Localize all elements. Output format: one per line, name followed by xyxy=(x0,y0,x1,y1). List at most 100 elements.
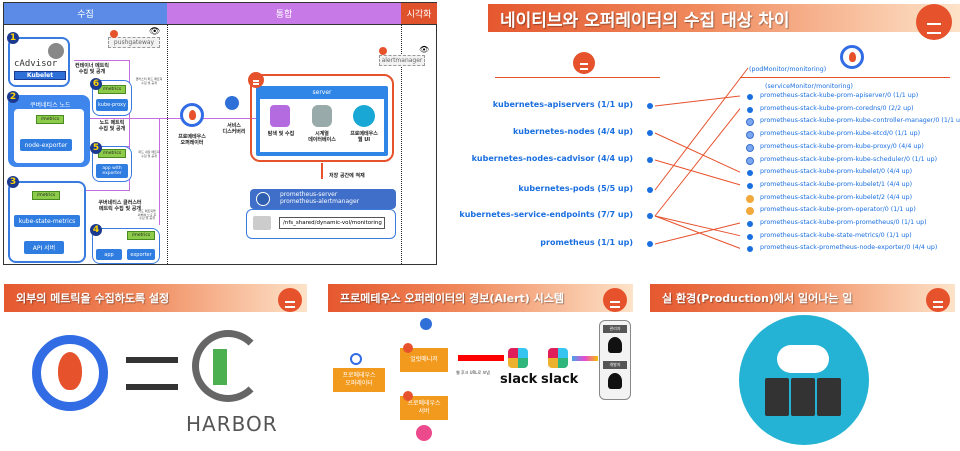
prometheus-operator-icon xyxy=(840,45,864,69)
status-dot-icon xyxy=(747,182,753,189)
operator-target-item[interactable]: prometheus-stack-kube-prom-kube-schedule… xyxy=(760,155,938,163)
volume-name: prometheus-server xyxy=(280,191,338,198)
pod-monitor-label: (podMonitor/monitoring) xyxy=(749,66,827,73)
pushgateway-box: pushgateway xyxy=(108,37,160,48)
panel-banner: 실 환경(Production)에서 일어나는 일 xyxy=(650,284,955,312)
config-icon xyxy=(420,318,432,330)
status-dot-icon xyxy=(747,106,753,113)
status-dot-icon xyxy=(647,241,653,247)
bell-icon xyxy=(416,425,432,441)
operator-target-item[interactable]: prometheus-stack-kube-prom-operator/0 (1… xyxy=(760,206,916,214)
prometheus-operator-icon xyxy=(180,103,204,127)
operator-icon xyxy=(350,353,362,365)
prometheus-logo-icon xyxy=(573,52,595,74)
flame-icon xyxy=(849,52,856,62)
source-kube-proxy: /metrics kube-proxy xyxy=(92,80,132,116)
native-job-item[interactable]: kubernetes-pods (5/5 up) xyxy=(518,184,633,193)
operator-target-item[interactable]: prometheus-stack-kube-prom-prometheus/0 … xyxy=(760,219,927,226)
status-dot-icon xyxy=(647,213,653,219)
developer-icon xyxy=(608,373,622,389)
operator-target-item[interactable]: prometheus-stack-kube-prom-kubelet/1 (4/… xyxy=(760,180,913,188)
operator-box: 프로메테우스 오퍼레이터 xyxy=(333,368,385,392)
rainbow-arrow-icon xyxy=(572,356,598,361)
blocked-icon xyxy=(746,131,754,140)
source-note: 쿠버네티스 클러스터 메트릭 수집 및 공개 xyxy=(98,200,142,212)
source-note: 파드 메트릭을 외부에 노출 후 수집 및 공개 xyxy=(137,209,157,221)
native-job-item[interactable]: kubernetes-nodes (4/4 up) xyxy=(512,127,633,136)
step-badge: 1 xyxy=(7,32,19,44)
blocked-icon xyxy=(746,156,754,165)
operator-target-item[interactable]: prometheus-stack-kube-prom-apiserver/0 (… xyxy=(760,92,919,99)
source-note: 컨테이너 메트릭 수집 및 공개 xyxy=(75,63,109,75)
metrics-endpoint: /metrics xyxy=(32,191,60,200)
web-ui-icon xyxy=(353,105,375,127)
source-kube-state-metrics: /metrics kube-state-metrics API 서버 xyxy=(8,181,86,263)
status-dot-icon xyxy=(647,187,653,193)
connector-line xyxy=(74,60,130,61)
source-note: 파드 내장 메트릭 수집 및 공개 xyxy=(138,150,160,158)
operator-target-item[interactable]: prometheus-stack-kube-prom-kube-controll… xyxy=(760,117,960,125)
panel-banner: 네이티브와 오퍼레이터의 수집 대상 차이 xyxy=(488,4,960,32)
panel-banner: 프로메테우스 오퍼레이터의 경보(Alert) 시스템 xyxy=(328,284,633,312)
slack-logo-icon xyxy=(548,348,568,368)
source-note: 클러스터 파드 메트릭 수집 및 공개 xyxy=(135,77,163,85)
pvc-icon xyxy=(256,192,270,206)
metrics-endpoint: /metrics xyxy=(36,115,64,124)
role-admin: 관리자 xyxy=(603,325,627,333)
operator-target-item[interactable]: prometheus-stack-kube-prom-kube-proxy/0 … xyxy=(760,142,924,150)
operator-target-list: prometheus-stack-kube-prom-apiserver/0 (… xyxy=(740,92,960,262)
lighthouse-icon xyxy=(213,349,227,385)
native-job-item[interactable]: kubernetes-service-endpoints (7/7 up) xyxy=(459,210,633,219)
prometheus-architecture-diagram: 수집 통합 시각화 pushgateway 👁 cAdvisor Kubelet… xyxy=(3,2,437,265)
kube-state-metrics-box: kube-state-metrics xyxy=(14,215,80,227)
native-job-item[interactable]: kubernetes-apiservers (1/1 up) xyxy=(492,100,633,109)
operator-target-item[interactable]: prometheus-stack-prometheus-node-exporte… xyxy=(760,244,938,252)
status-dot-icon xyxy=(747,170,753,177)
role-developer: 개발자 xyxy=(603,361,627,369)
operator-target-item[interactable]: prometheus-stack-kube-prom-kubelet/0 (4/… xyxy=(760,168,913,176)
status-dot-icon xyxy=(647,157,653,163)
target-mapping-lines xyxy=(654,67,749,249)
eye-slash-icon: 👁 xyxy=(149,27,161,37)
server-title: server xyxy=(312,89,332,96)
prometheus-icon xyxy=(110,30,118,38)
prometheus-icon xyxy=(403,391,413,401)
exporter-box: exporter xyxy=(127,249,155,260)
status-dot-icon xyxy=(747,246,753,253)
eye-slash-icon: 👁 xyxy=(419,45,430,54)
connector-line xyxy=(129,60,130,190)
cadvisor-label: cAdvisor xyxy=(14,59,58,69)
native-job-item[interactable]: kubernetes-nodes-cadvisor (4/4 up) xyxy=(471,154,633,163)
prometheus-operator-icon xyxy=(32,335,108,411)
prometheus-logo-icon xyxy=(248,72,264,88)
mapping-line xyxy=(654,215,741,237)
server-rack-icon xyxy=(765,378,789,416)
step-badge: 3 xyxy=(7,176,19,188)
api-server-box: API 서버 xyxy=(24,241,64,254)
operator-target-item[interactable]: prometheus-stack-kube-prom-kubelet/2 (4/… xyxy=(760,193,913,201)
native-job-list: kubernetes-apiservers (1/1 up) kubernetes… xyxy=(459,90,653,250)
slack-label: slack xyxy=(500,372,538,387)
divider xyxy=(495,77,660,78)
operator-target-item[interactable]: prometheus-stack-kube-prom-kube-etcd/0 (… xyxy=(760,130,921,138)
column-header-collect: 수집 xyxy=(4,3,167,25)
harbor-label: HARBOR xyxy=(186,412,278,436)
blocked-icon xyxy=(746,143,754,152)
app-with-exporter-box: app with exporter xyxy=(96,164,128,178)
prometheus-icon xyxy=(379,47,387,55)
column-divider xyxy=(401,25,402,264)
server-rack-icon xyxy=(791,378,815,416)
volume-names: prometheus-server prometheus-alertmanage… xyxy=(280,191,359,205)
harbor-logo-icon xyxy=(192,330,264,402)
operator-target-item[interactable]: prometheus-stack-kube-prom-coredns/0 (2/… xyxy=(760,104,914,112)
new-badge-icon xyxy=(746,207,754,216)
native-job-item[interactable]: prometheus (1/1 up) xyxy=(540,238,633,247)
nfs-path: /nfs_shared/dynamic-vol/monitoring xyxy=(279,217,385,229)
server-frame: server 탐색 및 수집 시계열 데이터베이스 프로메테우스 웹 UI xyxy=(256,86,388,156)
status-dot-icon xyxy=(747,94,753,100)
cloud-icon xyxy=(777,345,829,373)
new-badge-icon xyxy=(746,194,754,203)
operator-target-item[interactable]: prometheus-stack-kube-state-metrics/0 (1… xyxy=(760,231,912,239)
panel-banner: 외부의 메트릭을 수집하도록 설정 xyxy=(4,284,307,312)
source-app-exporter: /metrics app exporter xyxy=(92,228,160,264)
